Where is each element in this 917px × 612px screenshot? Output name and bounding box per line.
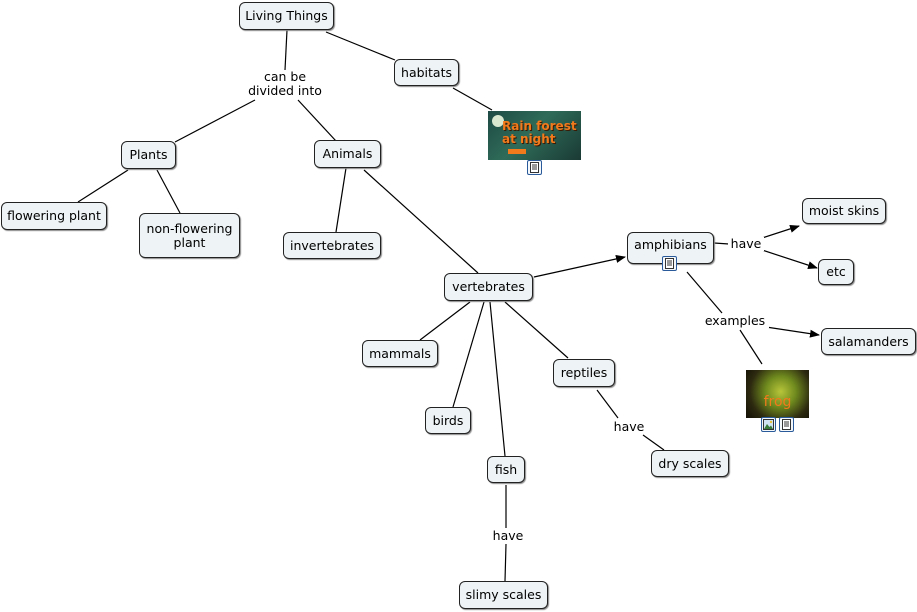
- concept-vertebrates[interactable]: vertebrates: [444, 273, 533, 301]
- link-phrase-text: have: [613, 419, 645, 434]
- link-phrase-have-amphibians[interactable]: have: [728, 237, 764, 251]
- concept-label: fish: [494, 461, 518, 477]
- concept-animals[interactable]: Animals: [314, 140, 381, 168]
- line-amphibians-to-have: [713, 242, 730, 245]
- link-phrase-have-fish[interactable]: have: [489, 529, 527, 543]
- concept-label: moist skins: [808, 203, 880, 218]
- rain-forest-caption: Rain forest at night: [502, 119, 577, 146]
- frog-caption: frog: [763, 394, 792, 410]
- link-phrase-text: examples: [704, 313, 766, 328]
- line-vertebrates-to-mammals: [419, 301, 471, 341]
- concept-label: amphibians: [634, 237, 707, 252]
- concept-etc[interactable]: etc: [818, 259, 854, 285]
- concept-label: slimy scales: [465, 587, 542, 602]
- concept-label: habitats: [401, 64, 452, 80]
- line-have-to-etc: [761, 249, 818, 270]
- concept-moist-skins[interactable]: moist skins: [802, 198, 886, 224]
- line-habitats-to-rainforest: [452, 87, 493, 111]
- concept-flowering-plant[interactable]: flowering plant: [1, 202, 107, 230]
- line-plants-to-flowering: [77, 169, 129, 203]
- line-vertebrates-to-birds: [452, 301, 485, 408]
- concept-label: salamanders: [828, 333, 909, 349]
- concept-amphibians[interactable]: amphibians: [627, 232, 714, 264]
- line-living-to-phrase: [284, 29, 288, 71]
- line-vertebrates-to-fish: [489, 301, 506, 457]
- image-icon[interactable]: [761, 417, 776, 432]
- document-icon[interactable]: [662, 256, 677, 271]
- concept-label: flowering plant: [7, 208, 101, 223]
- concept-label: etc: [826, 264, 846, 279]
- line-reptiles-to-have: [596, 389, 619, 419]
- concept-dry-scales[interactable]: dry scales: [651, 450, 729, 477]
- concept-label: Animals: [322, 146, 373, 161]
- link-phrase-text: have: [730, 236, 762, 251]
- concept-salamanders[interactable]: salamanders: [821, 328, 916, 355]
- concept-label: Living Things: [245, 8, 328, 23]
- line-amphibians-to-examples: [686, 271, 723, 314]
- concept-habitats[interactable]: habitats: [394, 59, 459, 86]
- concept-label: vertebrates: [452, 279, 525, 294]
- concept-non-flowering-plant[interactable]: non-flowering plant: [139, 213, 240, 258]
- line-have-to-slimyscales: [504, 543, 507, 582]
- link-phrase-text: have: [492, 528, 524, 543]
- line-plants-to-nonflowering: [156, 169, 181, 214]
- concept-label: reptiles: [560, 365, 608, 380]
- moon-shape: [492, 115, 504, 127]
- rain-forest-thumbnail[interactable]: Rain forest at night: [488, 111, 581, 160]
- line-phrase-to-animals: [297, 99, 337, 142]
- explore-tag-shape: [508, 149, 526, 154]
- link-phrase-can-be-divided-into[interactable]: can be divided into: [246, 70, 324, 98]
- frog-thumbnail[interactable]: frog: [746, 370, 809, 418]
- concept-mammals[interactable]: mammals: [362, 340, 438, 367]
- concept-living-things[interactable]: Living Things: [239, 2, 334, 30]
- concept-plants[interactable]: Plants: [121, 141, 176, 169]
- line-living-to-habitats: [325, 31, 396, 61]
- link-phrase-have-reptiles[interactable]: have: [610, 420, 648, 434]
- line-examples-to-salamanders: [765, 326, 820, 338]
- link-phrase-examples[interactable]: examples: [701, 314, 769, 328]
- concept-label: invertebrates: [289, 237, 375, 253]
- document-icon[interactable]: [527, 160, 542, 175]
- concept-label: birds: [432, 412, 464, 428]
- concept-birds[interactable]: birds: [425, 407, 471, 434]
- line-animals-to-invertebrates: [335, 167, 347, 233]
- document-icon[interactable]: [779, 417, 794, 432]
- line-have-to-moistskins: [761, 224, 800, 239]
- line-have-to-dryscales: [642, 434, 665, 451]
- line-vertebrates-to-amphibians: [533, 255, 626, 278]
- concept-invertebrates[interactable]: invertebrates: [283, 232, 381, 259]
- concept-label: dry scales: [658, 455, 722, 471]
- concept-label: non-flowering plant: [146, 220, 233, 250]
- concept-fish[interactable]: fish: [487, 456, 525, 483]
- line-animals-to-vertebrates: [363, 169, 479, 274]
- line-phrase-to-plants: [174, 99, 256, 143]
- line-vertebrates-to-reptiles: [504, 301, 569, 359]
- concept-reptiles[interactable]: reptiles: [553, 359, 615, 387]
- concept-label: mammals: [369, 345, 431, 361]
- line-examples-to-frog: [739, 329, 763, 365]
- concept-label: Plants: [129, 147, 168, 162]
- concept-slimy-scales[interactable]: slimy scales: [459, 581, 548, 609]
- link-phrase-text: can be divided into: [248, 69, 322, 98]
